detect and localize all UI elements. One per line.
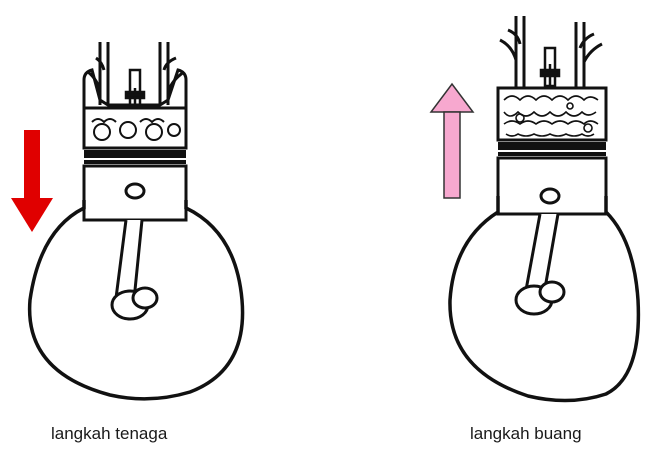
spark-plug-icon (541, 48, 559, 88)
piston (498, 142, 606, 214)
combustion-chamber (498, 88, 606, 140)
exhaust-stroke-panel: langkah buang (420, 0, 648, 420)
power-stroke-drawing (0, 0, 300, 420)
intake-valve-icon (500, 16, 524, 88)
down-arrow-icon (11, 130, 53, 232)
exhaust-stroke-caption: langkah buang (470, 424, 582, 444)
connecting-rod (112, 220, 157, 319)
power-stroke-caption: langkah tenaga (51, 424, 167, 444)
exhaust-valve-icon (576, 22, 602, 88)
exhaust-stroke-drawing (420, 0, 648, 420)
up-arrow-icon (431, 84, 473, 198)
piston (84, 150, 186, 220)
exhaust-valve-icon (160, 42, 184, 105)
power-stroke-panel: langkah tenaga (0, 0, 300, 420)
combustion-chamber (84, 108, 186, 148)
connecting-rod (516, 214, 564, 314)
